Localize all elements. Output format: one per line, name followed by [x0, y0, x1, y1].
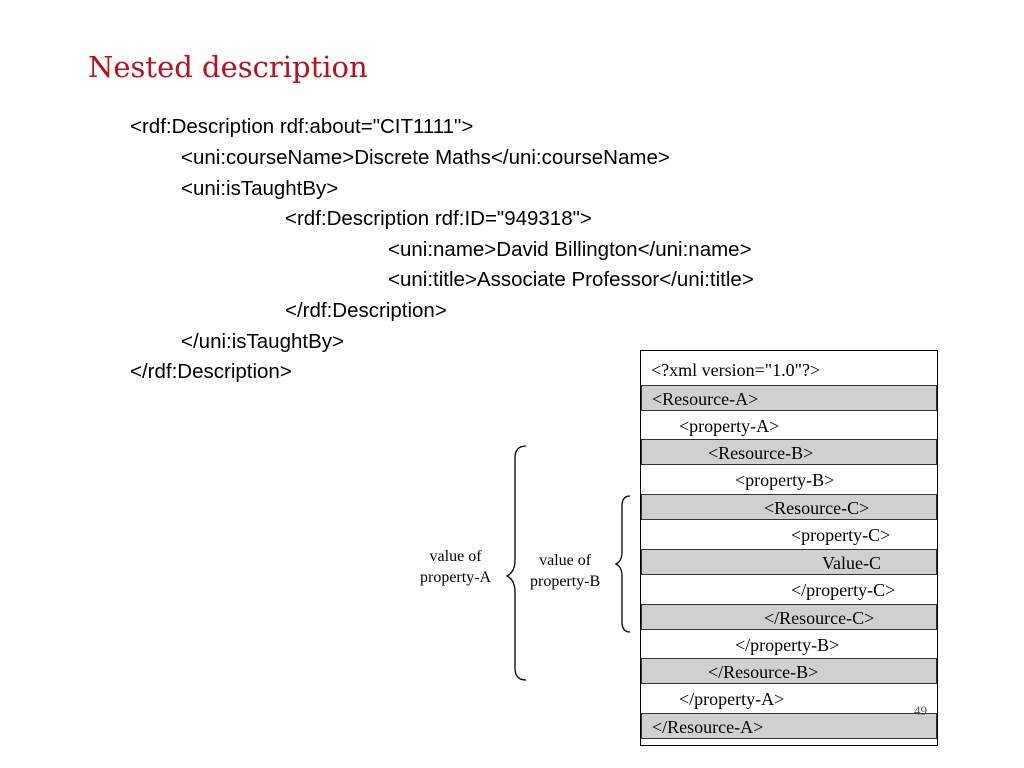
xml-row-text: <property-B> [735, 470, 835, 490]
xml-row-text: </Resource-C> [764, 608, 875, 628]
xml-row-text: </property-C> [791, 580, 896, 600]
xml-row-shaded: Value-C [641, 549, 937, 575]
xml-nesting-diagram: <?xml version="1.0"?> <Resource-A> <prop… [640, 350, 938, 746]
xml-row-shaded: <Resource-A> [641, 385, 937, 411]
code-line-9: </rdf:Description> [130, 360, 292, 383]
xml-row-shaded: <Resource-C> [641, 494, 937, 520]
xml-row: </property-C> [641, 577, 937, 603]
xml-row: </property-B> [641, 632, 937, 658]
xml-row: <property-C> [641, 522, 937, 548]
xml-row-text: <Resource-A> [652, 389, 759, 409]
annotation-b-line2: property-B [530, 573, 601, 590]
brace-property-b [614, 495, 631, 633]
xml-row-text: </property-B> [735, 635, 840, 655]
annotation-property-b: value of property-B [530, 550, 600, 592]
xml-row-text: <property-C> [791, 525, 891, 545]
annotation-property-a: value of property-A [420, 546, 491, 588]
annotation-a-line1: value of [429, 548, 482, 565]
xml-row-text: Value-C [822, 553, 881, 573]
code-line-6: <uni:title>Associate Professor</uni:titl… [388, 268, 754, 291]
xml-row-text: <Resource-C> [764, 498, 870, 518]
annotation-a-line2: property-A [420, 569, 492, 586]
xml-row: <property-A> [641, 413, 937, 439]
xml-row-text: <?xml version="1.0"?> [651, 360, 821, 380]
xml-row: <?xml version="1.0"?> [641, 357, 937, 383]
slide-title: Nested description [88, 50, 368, 84]
xml-row-text: </Resource-B> [708, 662, 819, 682]
xml-row-text: </Resource-A> [652, 717, 764, 737]
page-number: 49 [914, 703, 927, 718]
xml-row-shaded: <Resource-B> [641, 439, 937, 465]
code-line-8: </uni:isTaughtBy> [181, 330, 344, 353]
xml-row-text: <Resource-B> [708, 443, 814, 463]
code-line-5: <uni:name>David Billington</uni:name> [388, 238, 752, 261]
rdf-code-block: <rdf:Description rdf:about="CIT1111"> <u… [130, 115, 754, 383]
code-line-1: <rdf:Description rdf:about="CIT1111"> [130, 115, 474, 138]
xml-row: </property-A> [641, 686, 937, 712]
xml-row-shaded: </Resource-A> [641, 713, 937, 739]
annotation-b-line1: value of [539, 552, 592, 569]
xml-row-text: </property-A> [679, 689, 785, 709]
code-line-3: <uni:isTaughtBy> [181, 177, 339, 200]
xml-row-shaded: </Resource-B> [641, 658, 937, 684]
xml-row-shaded: </Resource-C> [641, 604, 937, 630]
xml-row-text: <property-A> [679, 416, 780, 436]
code-line-4: <rdf:Description rdf:ID="949318"> [285, 207, 592, 230]
xml-row: <property-B> [641, 467, 937, 493]
code-line-7: </rdf:Description> [285, 299, 447, 322]
brace-property-a [505, 445, 527, 681]
code-line-2: <uni:courseName>Discrete Maths</uni:cour… [181, 146, 670, 169]
